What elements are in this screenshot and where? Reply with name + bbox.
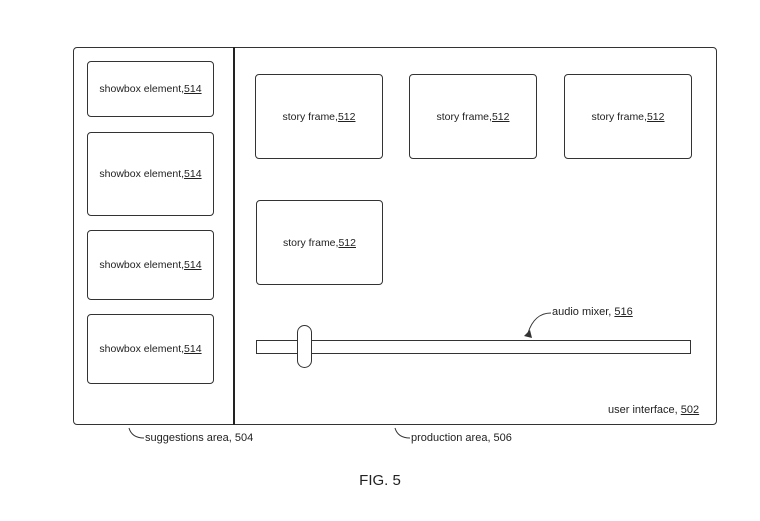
production-area-label: production area, 506 [411, 432, 512, 444]
story-frame-1[interactable]: story frame, 512 [255, 74, 383, 159]
suggestions-area-label: suggestions area, 504 [145, 432, 254, 444]
story-frame-label: story frame, [282, 110, 338, 123]
audio-mixer-track[interactable] [256, 340, 691, 354]
story-frame-2[interactable]: story frame, 512 [409, 74, 537, 159]
story-frame-label: story frame, [283, 236, 339, 249]
user-interface-label: user interface, 502 [608, 404, 700, 416]
story-frame-ref: 512 [338, 236, 356, 249]
showbox-element-label: showbox element, [99, 343, 185, 355]
figure-caption: FIG. 5 [359, 472, 401, 489]
showbox-element-2[interactable]: showbox element, 514 [87, 132, 214, 216]
suggestions-area-leader [128, 427, 145, 439]
showbox-element-ref: 514 [184, 168, 202, 180]
audio-mixer-label: audio mixer, 516 [552, 306, 633, 318]
story-frame-3[interactable]: story frame, 512 [564, 74, 692, 159]
showbox-element-label: showbox element, [99, 83, 185, 95]
showbox-element-1[interactable]: showbox element, 514 [87, 61, 214, 117]
user-interface-ref: 502 [680, 404, 700, 416]
story-frame-ref: 512 [646, 110, 665, 123]
story-frame-label: story frame, [591, 110, 647, 123]
story-frame-4[interactable]: story frame, 512 [256, 200, 383, 285]
showbox-element-3[interactable]: showbox element, 514 [87, 230, 214, 300]
showbox-element-label: showbox element, [99, 259, 185, 271]
audio-mixer-handle[interactable] [297, 325, 312, 368]
audio-mixer-ref: 516 [614, 306, 633, 318]
story-frame-label: story frame, [436, 110, 492, 123]
user-interface-frame [73, 47, 717, 425]
story-frame-ref: 512 [337, 110, 356, 123]
showbox-element-ref: 514 [184, 259, 202, 271]
production-area-leader [394, 427, 411, 439]
story-frame-ref: 512 [491, 110, 510, 123]
area-divider [233, 47, 235, 425]
showbox-element-4[interactable]: showbox element, 514 [87, 314, 214, 384]
showbox-element-ref: 514 [184, 343, 202, 355]
showbox-element-ref: 514 [184, 83, 202, 95]
showbox-element-label: showbox element, [99, 168, 185, 180]
